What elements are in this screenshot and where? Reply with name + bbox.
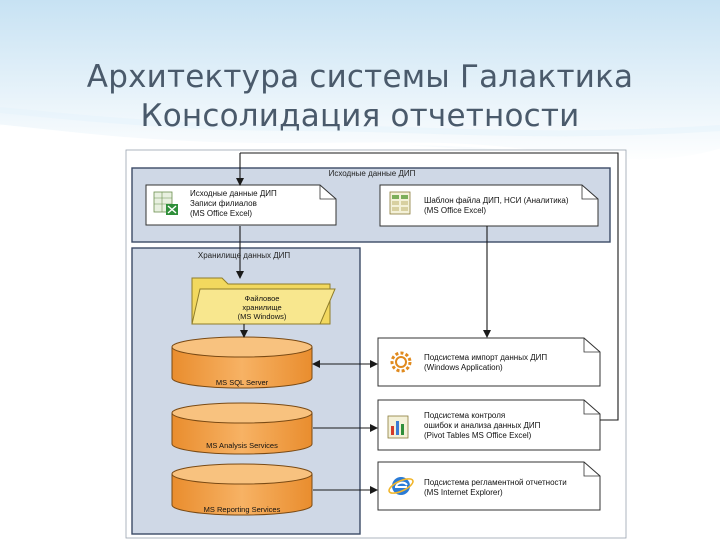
folder-line-3: (MS Windows) [238,312,287,321]
import-subsystem-document: Подсистема импорт данных ДИП (Windows Ap… [377,337,601,387]
reports-line-1: Подсистема регламентной отчетности [424,478,567,487]
feedback-loop-line [240,152,619,421]
file-storage-folder: Файловое хранилище (MS Windows) [191,277,336,325]
control-line-2: ошибок и анализа данных ДИП [424,421,541,430]
control-line-1: Подсистема контроля [424,411,505,420]
connectors [236,152,619,494]
database-1-label: MS SQL Server [216,378,269,387]
control-line-3: (Pivot Tables MS Office Excel) [424,431,532,440]
import-line-2: (Windows Application) [424,363,503,372]
internet-explorer-icon [388,477,414,495]
folder-line-2: хранилище [242,303,281,312]
database-2-label: MS Analysis Services [206,441,278,450]
control-subsystem-document: Подсистема контроля ошибок и анализа дан… [377,399,601,451]
storage-panel-label: Хранилище данных ДИП [198,251,291,260]
title-line-1: Архитектура системы Галактика [86,59,634,95]
source-doc-line-2: Записи филиалов [190,199,257,208]
database-ms-analysis-services: MS Analysis Services [171,402,313,455]
folder-line-1: Файловое [245,294,280,303]
title-line-2: Консолидация отчетности [140,98,580,134]
import-line-1: Подсистема импорт данных ДИП [424,353,547,362]
template-doc-line-1: Шаблон файла ДИП, НСИ (Аналитика) [424,196,569,205]
database-3-label: MS Reporting Services [204,505,281,514]
source-data-panel-label: Исходные данные ДИП [329,169,416,178]
source-doc-line-3: (MS Office Excel) [190,209,252,218]
reports-line-2: (MS Internet Explorer) [424,488,503,497]
template-document: Шаблон файла ДИП, НСИ (Аналитика) (MS Of… [379,184,599,227]
database-ms-sql-server: MS SQL Server [171,336,313,389]
spreadsheet-icon [389,191,411,215]
gear-icon [390,351,412,373]
source-data-document: Исходные данные ДИП Записи филиалов (MS … [145,184,337,226]
database-ms-reporting-services: MS Reporting Services [171,463,313,516]
template-doc-line-2: (MS Office Excel) [424,206,486,215]
excel-sheet-icon [153,191,178,215]
source-doc-line-1: Исходные данные ДИП [190,189,277,198]
slide-title: Архитектура системы Галактика Консолидац… [60,58,660,136]
reports-subsystem-document: Подсистема регламентной отчетности (MS I… [377,461,601,511]
pivot-table-icon [387,415,409,439]
